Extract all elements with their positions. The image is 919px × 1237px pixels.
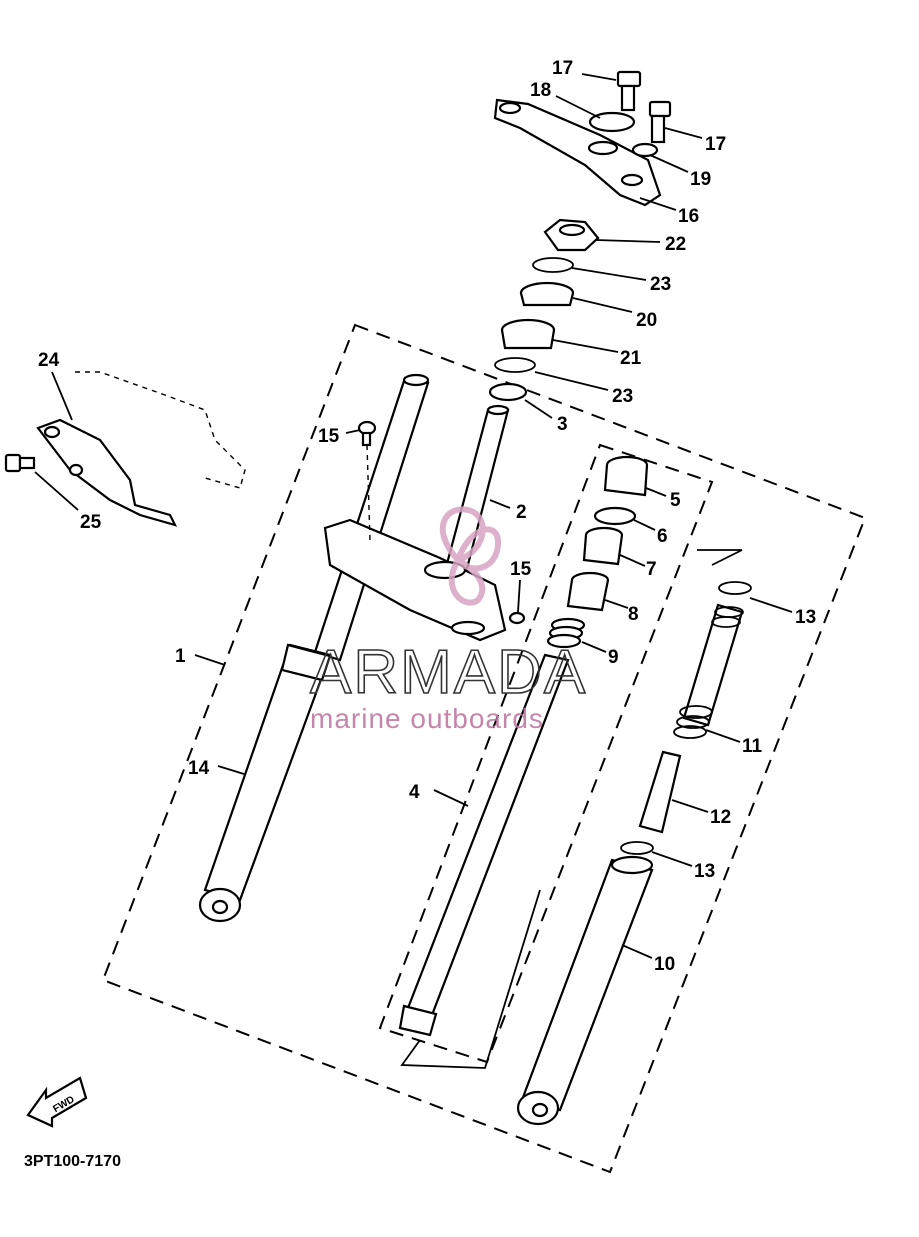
callout-label: 15: [510, 559, 532, 580]
callout-label: 19: [690, 169, 711, 190]
callout-label: 15: [318, 426, 340, 447]
inner-tube-4: [398, 653, 570, 1037]
callout-label: 6: [657, 526, 668, 547]
spacer-12: [638, 750, 682, 834]
washer-18: [588, 111, 636, 133]
callout-label: 13: [694, 861, 715, 882]
callout-label: 12: [710, 807, 731, 828]
callout-label: 10: [654, 954, 675, 975]
collar-3: [488, 382, 528, 402]
callout-label: 25: [80, 512, 102, 533]
ring-nut-22: [543, 218, 600, 252]
callout-label: 5: [670, 490, 681, 511]
spring-11: [673, 603, 744, 739]
callout-label: 22: [665, 234, 686, 255]
watermark-brand: ARMADA: [310, 638, 587, 707]
bolt-17-left: [616, 70, 642, 112]
fork-inner-tube-left: [313, 373, 430, 662]
fork-guard-24: [36, 371, 246, 527]
watermark-tagline: marine outboards: [310, 703, 544, 734]
callout-label: 24: [38, 350, 60, 371]
callout-label: 16: [678, 206, 699, 227]
bearing-21: [500, 318, 556, 350]
watermark-logo-icon: [439, 506, 502, 606]
bolt-15-upper: [357, 420, 377, 447]
callout-label: 4: [409, 782, 420, 803]
outer-tube-10: [516, 855, 654, 1126]
callout-label: 23: [612, 386, 633, 407]
callout-label: 7: [646, 559, 657, 580]
bolt-15-lower: [508, 611, 526, 625]
diagram-code: 3PT100-7170: [24, 1153, 121, 1170]
under-bracket: [323, 518, 507, 642]
stem-frame-line: [400, 889, 541, 1069]
callout-label: 23: [650, 274, 671, 295]
washer-23-lower: [494, 357, 536, 373]
washer-19: [631, 142, 659, 158]
bushing-8: [566, 571, 610, 612]
callout-label: 3: [557, 414, 568, 435]
spring-frame-line: [697, 549, 743, 566]
callout-label: 17: [552, 58, 573, 79]
leader-lines: [34, 73, 793, 959]
callout-labels: 1 2 3 4 5 6 7 8 9 10 11 12 13 13 14 15 1…: [38, 58, 816, 975]
callout-label: 11: [742, 736, 763, 757]
clip-6: [593, 506, 637, 526]
callout-label: 9: [608, 647, 619, 668]
circlip-13-lower: [620, 841, 654, 855]
fork-outer-tube-14: [198, 643, 332, 923]
upper-bracket: [493, 98, 662, 207]
circlip-13-upper: [718, 581, 752, 595]
callout-label: 21: [620, 348, 642, 369]
bushing-7: [582, 526, 624, 566]
washer-23-upper: [532, 257, 574, 273]
callout-label: 13: [795, 607, 816, 628]
callout-label: 18: [530, 80, 551, 101]
callout-label: 20: [636, 310, 657, 331]
fwd-arrow-icon: FWD: [26, 1076, 88, 1128]
assembly-boundary: [101, 323, 867, 1174]
callout-label: 8: [628, 604, 639, 625]
callout-label: 17: [705, 134, 726, 155]
oil-seal-5: [603, 455, 649, 497]
watermark: ARMADA marine outboards: [309, 506, 587, 734]
spring-seat-9: [546, 617, 586, 649]
callout-label: 2: [516, 502, 527, 523]
bearing-cover-20: [519, 281, 575, 307]
callout-label: 1: [175, 646, 186, 667]
callout-label: 14: [188, 758, 210, 779]
bolt-25: [4, 453, 36, 473]
bolt-17-right: [648, 100, 672, 144]
